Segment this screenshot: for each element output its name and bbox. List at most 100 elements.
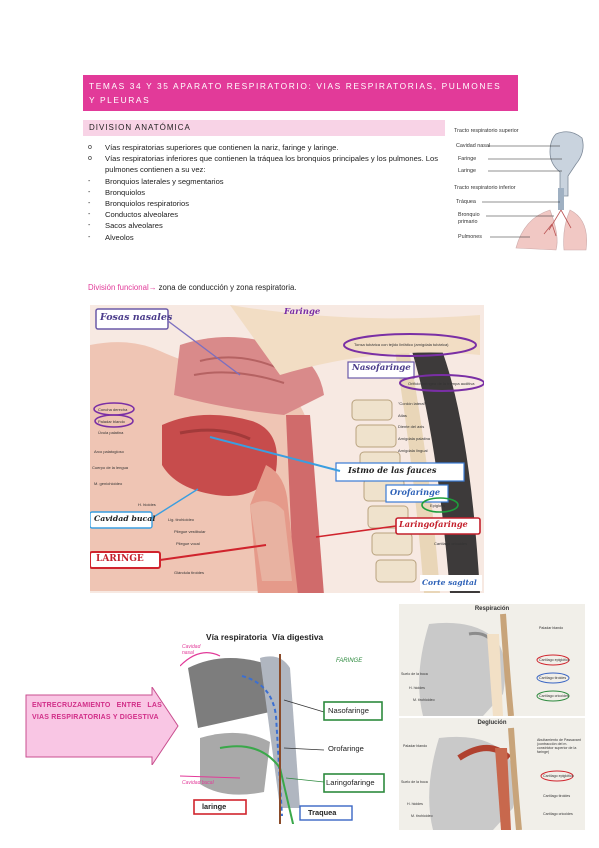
resp-label-paladar: Paladar blando	[539, 626, 564, 630]
label-amigdala-palatina: Amígdala palatina	[398, 436, 431, 441]
respiracion-illustration	[419, 613, 570, 716]
faringe-illustration	[179, 638, 396, 829]
label-diente: Diente del axis	[398, 424, 425, 429]
page-title-text: TEMAS 34 Y 35 APARATO RESPIRATORIO: VIAS…	[89, 81, 502, 105]
label-epiglotis: Epiglotis	[430, 503, 446, 508]
deglucion-title: Deglución	[477, 720, 507, 726]
label-nasofaringe: Nasofaringe	[352, 363, 411, 373]
label-cordon: "Cordón lateral"	[398, 401, 426, 406]
label-laringofaringe-small: Laringofaringe	[326, 778, 375, 787]
tract-pulmones-label: Pulmones	[458, 234, 482, 240]
label-cavidad-nasal: Cavidad nasal	[182, 644, 201, 656]
label-laringe-small: laringe	[202, 802, 227, 811]
label-faringe-title: FARINGE	[336, 658, 363, 664]
list-marker: -	[88, 233, 91, 241]
label-orofaringe: Orofaringe	[390, 487, 441, 497]
tract-primario-label: primario	[458, 219, 478, 225]
arrow-icon: →	[148, 283, 157, 292]
label-amigdala-lingual: Amígdala lingual	[398, 448, 428, 453]
deg-label-hioides: H. hioides	[407, 802, 423, 806]
list-item-text: Conductos alveolares	[105, 210, 179, 220]
label-tiroides: Glándula tiroides	[174, 570, 205, 575]
deg-label-abultamiento: Abultamiento de Passavant (contracción d…	[537, 738, 581, 754]
label-orificio: Orificio faríngeo de la trompa auditiva	[408, 381, 475, 386]
anatomy-list: o Vías respiratorias superiores que conti…	[88, 142, 448, 243]
tract-lower-label: Tracto respiratorio inferior	[454, 185, 516, 191]
section-header-text: DIVISION ANATÓMICA	[89, 123, 191, 132]
deg-label-cricoides: Cartílago cricoides	[543, 812, 573, 816]
list-marker: -	[88, 222, 91, 230]
deg-label-tiroides: Cartílago tiroides	[543, 794, 571, 798]
label-pliegue-vocal: Pliegue vocal	[176, 541, 200, 546]
label-fosas-nasales: Fosas nasales	[100, 312, 173, 323]
label-uvula: Úvula palatina	[98, 430, 124, 435]
resp-label-cricoides: Cartílago cricoides	[539, 694, 569, 698]
functional-text: zona de conducción y zona respiratoria.	[156, 283, 297, 292]
label-laringe: LARINGE	[96, 554, 144, 564]
label-concha: Concha derecha	[98, 407, 128, 412]
sagittal-section-figure: Fosas nasales Faringe Nasofaringe Istmo …	[90, 305, 484, 593]
list-marker: -	[88, 200, 91, 208]
label-faringe: Faringe	[284, 307, 321, 317]
label-cavidad-bucal-small: Cavidad bucal	[182, 780, 214, 786]
sagittal-section-illustration	[90, 305, 484, 593]
label-paladar: Paladar blando	[98, 419, 125, 424]
list-item: - Alveolos	[88, 232, 448, 243]
list-item: o Vías respiratorias inferiores que conti…	[88, 153, 448, 175]
deg-label-epiglotico: Cartílago epiglótico	[543, 774, 574, 778]
page-title: TEMAS 34 Y 35 APARATO RESPIRATORIO: VIAS…	[83, 75, 518, 111]
tract-upper-label: Tracto respiratorio superior	[454, 128, 519, 134]
list-item-text: Bronquiolos	[105, 187, 146, 197]
list-marker: o	[88, 155, 92, 163]
deglucion-illustration	[429, 727, 574, 830]
label-traquea-small: Traquea	[308, 808, 337, 817]
list-item: - Bronquiolos	[88, 187, 448, 198]
label-arco: Arco palatogloso	[94, 449, 124, 454]
label-cavidad-bucal: Cavidad bucal	[94, 514, 156, 523]
list-item: o Vías respiratorias superiores que conti…	[88, 142, 448, 153]
list-item: - Conductos alveolares	[88, 209, 448, 220]
list-item-text: Alveolos	[105, 232, 134, 242]
faringe-diagram: Vía respiratoria Vía digestiva Cavidad n…	[179, 628, 396, 829]
label-via-respiratoria: Vía respiratoria	[206, 632, 267, 642]
list-marker: -	[88, 211, 91, 219]
resp-label-suelo: Suelo de la boca	[401, 672, 428, 676]
deglucion-figure: Deglución Paladar blando Abultamiento de…	[399, 718, 585, 830]
resp-label-epiglotico: Cartílago epiglótico	[539, 658, 570, 662]
crossing-arrow-text: ENTRECRUZAMIENTO ENTRE LAS VIAS RESPIRAT…	[32, 702, 162, 721]
tract-cavidad-label: Cavidad nasal	[456, 143, 491, 149]
list-item: - Bronquiolos respiratorios	[88, 198, 448, 209]
pink-arrow-shape	[25, 685, 179, 767]
label-corte-sagital: Corte sagital	[422, 578, 477, 587]
tract-laringe-label: Laringe	[458, 168, 476, 174]
respiracion-title: Respiración	[474, 606, 510, 612]
label-tirohioideo: Lig. tirohioideo	[168, 517, 195, 522]
respiracion-figure: Respiración Paladar blando Cartílago epi…	[399, 604, 585, 716]
functional-label: División funcional	[88, 283, 149, 292]
section-header: DIVISION ANATÓMICA	[83, 120, 445, 136]
label-hioides: H. hioides	[138, 502, 156, 507]
label-lengua: Cuerpo de la lengua	[92, 465, 129, 470]
label-atlas: Atlas	[398, 413, 407, 418]
resp-label-hioides: H. hioides	[409, 686, 425, 690]
list-item-text: Vías respiratorias superiores que contie…	[105, 143, 339, 152]
list-item-text: Vías respiratorias inferiores que contie…	[105, 154, 439, 175]
label-tonsil: Tonsa tubárica con tejido linfático (amí…	[354, 342, 449, 347]
functional-division: División funcional→ zona de conducción y…	[88, 283, 296, 292]
list-item-text: Bronquiolos respiratorios	[105, 199, 189, 209]
respiratory-tract-diagram: Tracto respiratorio superior Cavidad nas…	[452, 124, 588, 256]
deg-label-paladar: Paladar blando	[403, 744, 428, 748]
resp-label-tirohioideo: M. tirohioideo	[413, 698, 435, 702]
list-marker: -	[88, 177, 91, 185]
label-via-digestiva: Vía digestiva	[272, 632, 324, 642]
list-item-text: Bronquios laterales y segmentarios	[105, 176, 224, 186]
tract-faringe-label: Faringe	[458, 156, 477, 162]
label-istmo-fauces: Istmo de las fauces	[348, 465, 437, 475]
deg-label-tirohioideo: M. tirohioideo	[411, 814, 433, 818]
label-cricoides: Cartílago cricoides	[434, 541, 468, 546]
list-marker: -	[88, 188, 91, 196]
list-marker: o	[88, 144, 92, 151]
label-laringofaringe: Laringofaringe	[399, 519, 468, 529]
deg-label-suelo: Suelo de la boca	[401, 780, 428, 784]
label-orofaringe-small: Orofaringe	[328, 744, 364, 753]
